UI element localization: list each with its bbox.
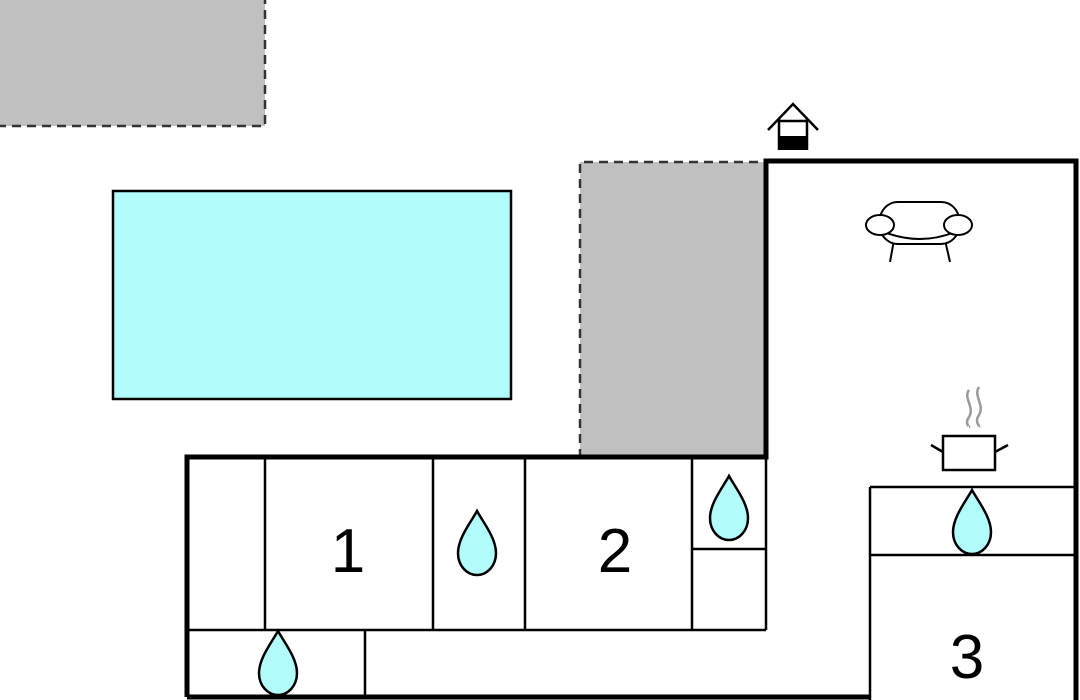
outer-wall bbox=[184, 158, 1079, 700]
room-number-3: 3 bbox=[950, 623, 984, 692]
fireplace-icon bbox=[767, 102, 819, 150]
terrace-middle bbox=[578, 160, 768, 458]
room-number-2: 2 bbox=[598, 517, 632, 586]
room-number-1: 1 bbox=[331, 517, 365, 586]
water-drop-icon bbox=[456, 508, 498, 577]
pool bbox=[111, 189, 513, 401]
sofa-icon bbox=[865, 201, 973, 263]
water-drop-icon bbox=[708, 473, 750, 542]
water-drop-icon bbox=[257, 628, 299, 697]
terrace-top-left bbox=[0, 0, 267, 128]
cooking-pot-icon bbox=[930, 386, 1009, 472]
water-drop-icon bbox=[951, 487, 993, 556]
